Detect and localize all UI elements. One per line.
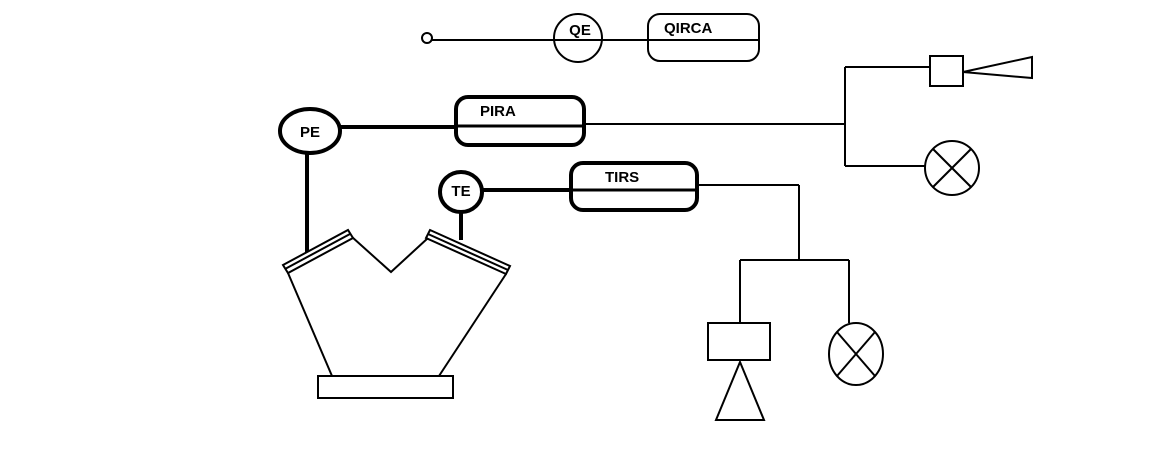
sample-point	[421, 32, 433, 44]
tirs-instrument	[569, 161, 699, 212]
horn-icon	[929, 55, 1033, 87]
qe-sensor	[553, 13, 603, 63]
pe-label: PE	[300, 124, 320, 141]
qirca-label: QIRCA	[664, 20, 713, 37]
qe-loop	[421, 13, 760, 63]
tirs-label: TIRS	[605, 169, 639, 186]
pe-loop	[278, 66, 930, 252]
te-sensor	[438, 170, 484, 214]
pira-label: PIRA	[480, 103, 516, 120]
lamp-icon	[828, 322, 884, 386]
lamp-icon	[924, 140, 980, 196]
te-loop	[438, 161, 850, 323]
qirca-instrument	[647, 13, 760, 62]
vessel-icon	[281, 228, 512, 399]
pe-sensor	[278, 107, 342, 155]
pira-instrument	[454, 95, 586, 147]
te-label: TE	[451, 183, 470, 200]
qe-label: QE	[569, 22, 591, 39]
siren-icon	[707, 322, 771, 421]
